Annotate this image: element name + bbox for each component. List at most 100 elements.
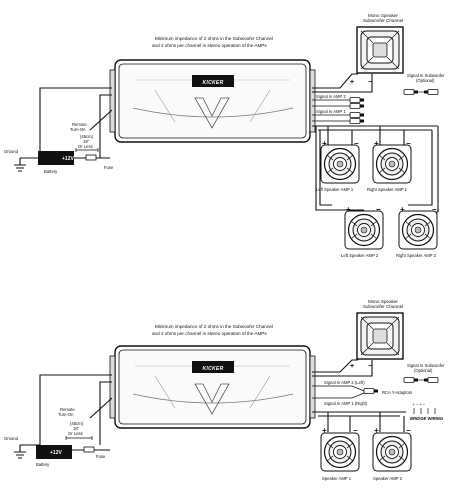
mono-speaker-2-title-1: Mono Speaker: [368, 299, 398, 304]
bridge-terminal-lines: [413, 408, 436, 414]
rca-y-adaptors-label: RCA Y-Adaptors: [382, 390, 412, 395]
mono-speaker-2-title-2: Subwoofer Channel: [363, 304, 403, 309]
rca-plug-amp2-b: [349, 103, 365, 109]
battery-voltage: +12V: [62, 156, 74, 162]
right-amp1-plus: +: [374, 139, 379, 148]
amp1-right-signal-cable: [312, 392, 365, 399]
left-speaker-amp1: [320, 144, 360, 184]
amp2-signal-cable: [312, 99, 350, 107]
remote-wire-2: [89, 397, 113, 419]
amplifier-2: KICKER: [109, 345, 316, 429]
sub2-wire-1: [312, 359, 358, 373]
speaker-amp1-minus: −: [353, 426, 358, 435]
bridge-wiring-label: BRIDGE WIRING: [410, 416, 444, 421]
rca-plug-sub-1: [403, 89, 419, 95]
right-amp2-plus: +: [400, 205, 405, 214]
distance-label-2: 18": [83, 139, 90, 144]
speaker-bus-2: [312, 411, 406, 417]
amp2-left-signal-cable: [312, 385, 365, 392]
rca-plug-sub-2: [423, 89, 439, 95]
rca-plug-amp2-a: [349, 97, 365, 103]
remote-label-2: Turn-On: [70, 127, 86, 132]
subwoofer-speaker-1: [356, 26, 404, 74]
signal-in-amp2-left-label: Signal In AMP 2 (Left): [324, 380, 365, 385]
distance-label-3: Or Less: [78, 144, 93, 149]
diagram-2: Minimum impedance of 2 ohms in the Subwo…: [4, 299, 445, 481]
bridge-terminals: + − + −: [412, 402, 426, 407]
left-speaker-amp2: [344, 210, 384, 250]
speaker-amp2: [372, 432, 412, 472]
impedance-note-line-2: and 2 ohms per channel in stereo operati…: [152, 43, 267, 48]
speaker-amp1-plus: +: [322, 426, 327, 435]
distance-marker: [75, 148, 99, 152]
subwoofer-speaker-2: [356, 312, 404, 360]
rca-plug-amp1-a: [349, 112, 365, 118]
left-amp1-plus: +: [322, 139, 327, 148]
power-wire-2: [99, 381, 112, 445]
speaker-bus-wires: [312, 125, 438, 131]
distance-label-1: (45cm): [80, 134, 94, 139]
remote-2-label-1: Remote: [60, 407, 75, 412]
amplifier: KICKER: [109, 59, 316, 143]
sub2-plus: +: [350, 363, 354, 370]
amp1-signal-cable: [312, 114, 350, 122]
signal-in-subwoofer-label: Signal In Subwoofer: [407, 73, 445, 78]
signal-in-amp1-label: Signal In AMP 1: [316, 109, 346, 114]
rca-plug-amp1-b: [349, 118, 365, 124]
mono-speaker-title-2: Subwoofer Channel: [363, 18, 403, 23]
distance-marker-2: [65, 436, 93, 440]
signal-in-subwoofer-2-optional: (Optional): [414, 368, 433, 373]
ground-wire-2: [39, 374, 112, 445]
left-amp1-wires: [327, 126, 353, 145]
left-amp2-wires: [315, 126, 364, 211]
ground-symbol: [14, 157, 40, 172]
sub2-wire-2: [312, 360, 373, 377]
sub-wire-2: [312, 74, 373, 93]
speaker-amp2-label: Speaker AMP 2: [373, 476, 403, 481]
ground-label: Ground: [4, 149, 19, 154]
left-amp2-minus: −: [376, 205, 381, 214]
right-speaker-amp2: [398, 210, 438, 250]
sub-wire-1: [312, 73, 358, 89]
signal-in-amp2-label: Signal In AMP 2: [316, 94, 346, 99]
ground-2-label: Ground: [4, 436, 19, 441]
power-wire: [99, 94, 112, 158]
remote-2-label-2: Turn-On: [58, 412, 74, 417]
impedance-note-line-1: Minimum impedance of 2 ohms in the Subwo…: [155, 36, 273, 41]
right-amp1-minus: −: [406, 139, 411, 148]
remote-label-1: Remote: [72, 122, 87, 127]
sub-minus-1: −: [368, 79, 372, 86]
left-amp1-minus: −: [354, 139, 359, 148]
right-speaker-amp2-label: Right Speaker AMP 2: [396, 253, 437, 258]
speaker-amp2-minus: −: [406, 426, 411, 435]
impedance-note-2-line-1: Minimum impedance of 2 ohms in the Subwo…: [155, 324, 273, 329]
battery-2-label: Battery: [36, 462, 50, 467]
speaker-amp1: [320, 432, 360, 472]
diagram-1: Minimum impedance of 2 ohms in the Subwo…: [4, 13, 445, 258]
kicker-logo-plate-2: [192, 361, 234, 373]
mono-speaker-title-1: Mono Speaker: [368, 13, 398, 18]
fuse-holder: [85, 154, 97, 161]
speaker-amp1-label: Speaker AMP 1: [322, 476, 352, 481]
right-amp2-wires: [408, 126, 439, 213]
distance-2-label-1: (45cm): [70, 421, 84, 426]
kicker-logo: KICKER: [203, 80, 224, 86]
rca-plug-sub2-1: [403, 377, 419, 383]
right-amp2-minus: −: [432, 205, 437, 214]
left-speaker-amp2-label: Left Speaker AMP 2: [341, 253, 379, 258]
fuse-holder-2: [83, 446, 95, 453]
right-speaker-amp1: [372, 144, 412, 184]
fuse-2-label: Fuse: [96, 454, 106, 459]
left-speaker-amp1-label: Left Speaker AMP 1: [316, 187, 354, 192]
battery-2: [36, 445, 72, 459]
battery: [38, 151, 74, 165]
sub-plus-1: +: [350, 79, 354, 86]
ground-wire: [39, 87, 112, 158]
ground-symbol-2: [14, 444, 40, 459]
kicker-logo-plate: [192, 75, 234, 87]
signal-in-subwoofer-2-label: Signal In Subwoofer: [407, 363, 445, 368]
rca-y-adaptor: [363, 388, 379, 394]
rca-plug-sub2-2: [423, 377, 439, 383]
